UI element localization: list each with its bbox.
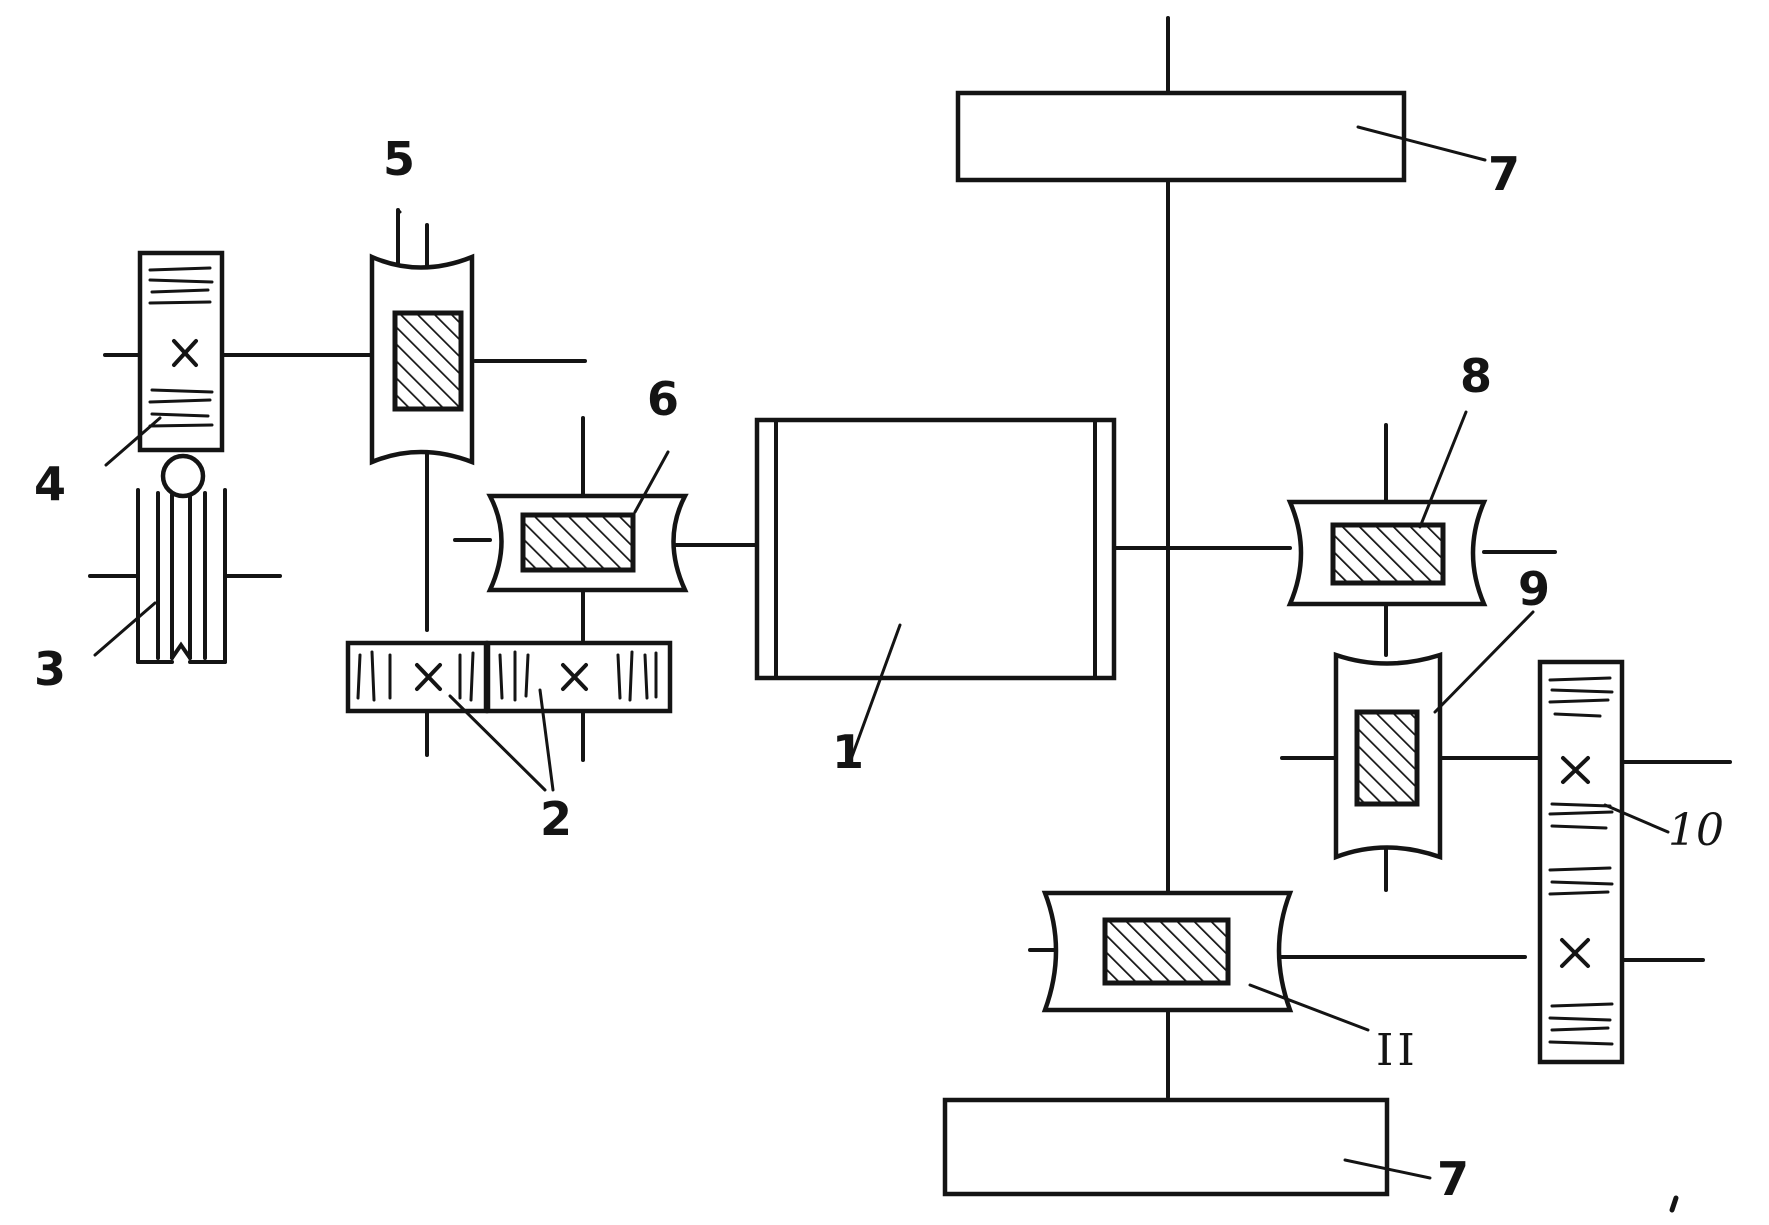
gears-2	[345, 640, 673, 714]
label-7-bottom: 7	[1437, 1152, 1469, 1206]
gear-10	[1537, 659, 1625, 1065]
label-1: 1	[832, 725, 864, 779]
ink-mark	[1669, 1195, 1679, 1213]
wheel-bottom	[942, 1097, 1390, 1197]
gear-4	[137, 250, 225, 499]
pulley-3	[136, 488, 227, 664]
label-4: 4	[34, 457, 66, 511]
label-3: 3	[34, 642, 66, 696]
labels: 1 2 3 4 5 6 7 7 8 9 10 II	[34, 132, 1724, 1206]
clutch-6	[486, 493, 689, 593]
label-5: 5	[383, 132, 415, 186]
shafts	[88, 16, 1732, 1099]
label-10: 10	[1668, 805, 1724, 856]
clutch-8	[1286, 499, 1488, 607]
label-8: 8	[1460, 349, 1492, 403]
label-2: 2	[540, 792, 572, 846]
label-11: II	[1376, 1025, 1419, 1076]
clutch-5	[369, 253, 475, 466]
label-9: 9	[1518, 562, 1550, 616]
leader-lines	[93, 125, 1670, 1180]
label-7-top: 7	[1488, 147, 1520, 201]
clutch-11	[1041, 890, 1294, 1013]
label-6: 6	[647, 372, 679, 426]
wheel-top	[955, 90, 1407, 183]
clutch-9	[1333, 651, 1443, 861]
block-1	[754, 417, 1117, 681]
